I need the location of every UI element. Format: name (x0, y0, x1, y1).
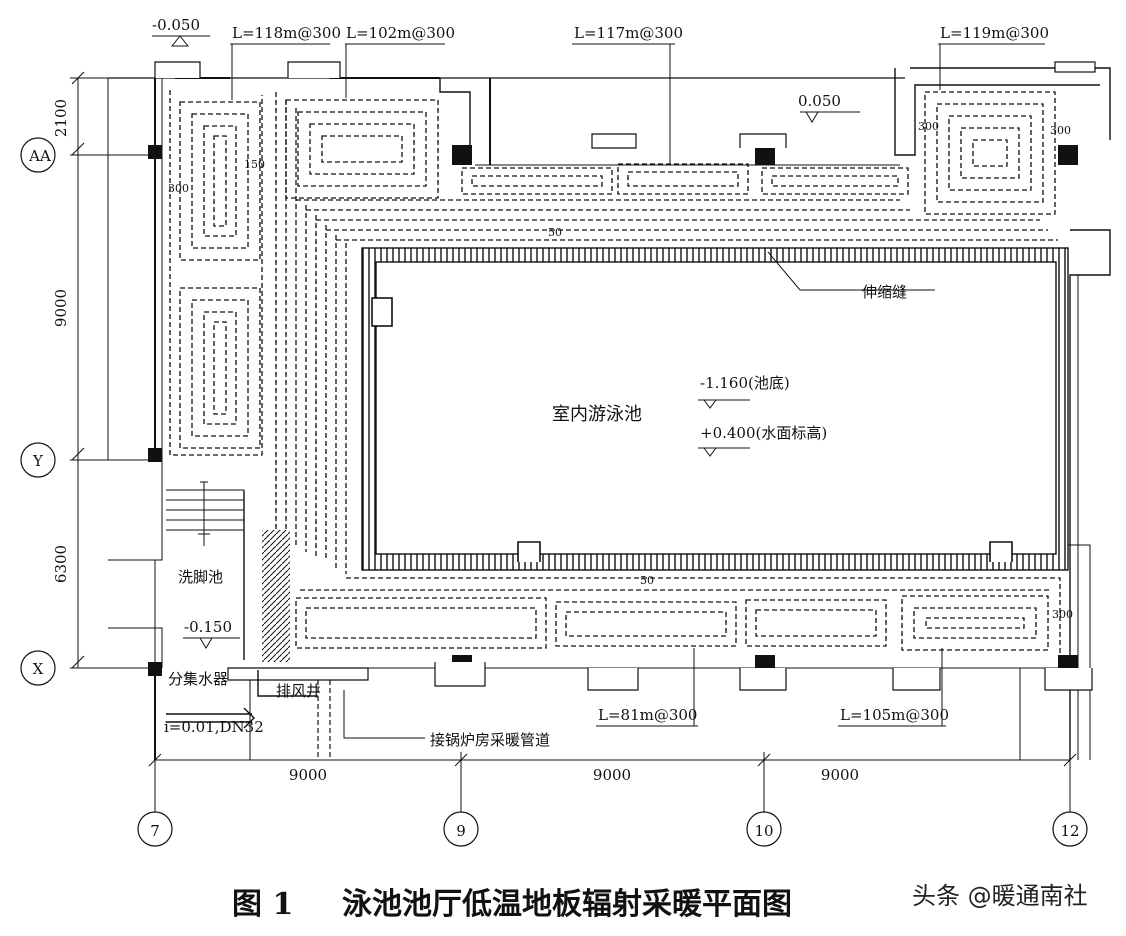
pool (361, 247, 1069, 571)
figure-number: 图 1 (232, 887, 293, 922)
spacing-label: 300 (1050, 124, 1071, 137)
dim-bottom-3: 9000 (821, 766, 859, 784)
loop-length-117: L=117m@300 (574, 24, 683, 42)
spacing-label: 50 (548, 226, 562, 239)
dim-bottom-1: 9000 (289, 766, 327, 784)
axis-label-y: Y (32, 452, 44, 470)
window-units (154, 61, 1096, 691)
dimension-lines (70, 71, 1077, 812)
building-walls (107, 67, 1111, 760)
foot-bath-label: 洗脚池 (178, 568, 223, 586)
loop-length-119: L=119m@300 (940, 24, 1049, 42)
spacing-label: 150 (244, 158, 265, 171)
level-pool-bottom: -1.160(池底) (700, 374, 790, 392)
expansion-joint-label: 伸缩缝 (862, 283, 907, 301)
loop-length-105: L=105m@300 (840, 706, 949, 724)
loop-length-118: L=118m@300 (232, 24, 341, 42)
level-foot-bath: -0.150 (184, 618, 232, 636)
level-water: +0.400(水面标高) (700, 424, 827, 442)
spacing-label: 50 (640, 574, 654, 587)
axis-label-7: 7 (150, 822, 160, 840)
pool-label: 室内游泳池 (552, 404, 642, 425)
vent-shaft-label: 排风井 (276, 682, 321, 700)
manifold-label: 分集水器 (168, 670, 228, 688)
axis-label-x: X (33, 660, 44, 678)
figure-title: 泳池池厅低温地板辐射采暖平面图 (342, 887, 792, 922)
spacing-label: 300 (1052, 608, 1073, 621)
axis-label-aa: AA (28, 147, 51, 165)
loop-length-102: L=102m@300 (346, 24, 455, 42)
spacing-label: 300 (168, 182, 189, 195)
loop-length-81: L=81m@300 (598, 706, 697, 724)
dim-left-3: 6300 (52, 545, 70, 583)
watermark: 头条 @暖通南社 (912, 882, 1088, 910)
pipe-spec-label: i=0.01,DN32 (164, 718, 264, 736)
dim-bottom-2: 9000 (593, 766, 631, 784)
boiler-pipe-label: 接锅炉房采暖管道 (430, 731, 550, 749)
axis-bubbles (20, 137, 1088, 847)
axis-label-12: 12 (1060, 822, 1079, 840)
leader-lines (152, 35, 1045, 739)
level-top-left: -0.050 (152, 16, 200, 34)
axis-label-10: 10 (754, 822, 773, 840)
manifold-area (166, 481, 369, 760)
dim-left-2: 9000 (52, 289, 70, 327)
level-top-right: 0.050 (798, 92, 841, 110)
spacing-label: 300 (918, 120, 939, 133)
heating-coils (169, 90, 1061, 658)
dim-left-1: 2100 (52, 99, 70, 137)
axis-label-9: 9 (456, 822, 466, 840)
